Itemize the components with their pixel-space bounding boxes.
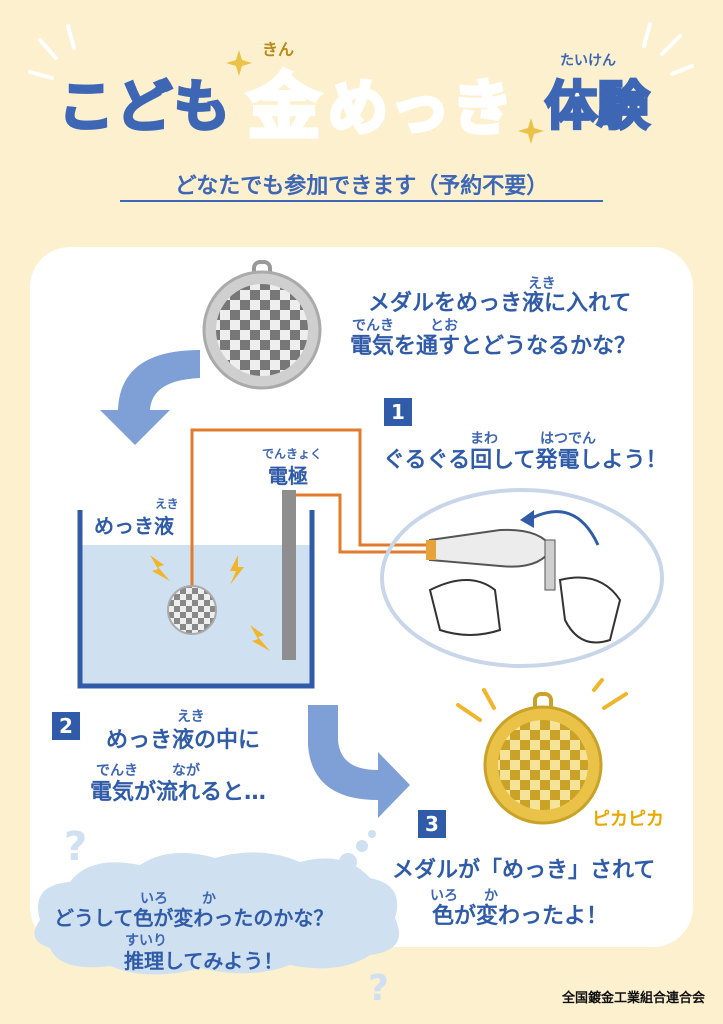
ruby-eki-step2: えき [177, 709, 205, 725]
flow-arrow-1-icon [100, 350, 200, 445]
ruby-eki-intro: えき [528, 276, 556, 292]
thought-cloud [34, 852, 400, 975]
step-2-number: 2 [52, 712, 80, 740]
ruby-iro-step3: いろ [430, 888, 458, 904]
title-kin: 金 [246, 63, 322, 151]
ruby-suiri: すいり [125, 933, 167, 949]
hand-generator-icon [426, 510, 622, 644]
title-decoration [28, 22, 694, 144]
ruby-taiken: たいけん [560, 53, 616, 69]
ruby-mawa: まわ [470, 431, 498, 447]
intro-line-2: 電気を通すとどうなるかな？ [350, 334, 637, 359]
ruby-hatsuden: はつでん [540, 431, 596, 447]
ruby-electrode: でんきょく [262, 447, 323, 461]
question-line-2: 推理してみよう！ [124, 949, 284, 973]
ruby-denki-intro: でんき [352, 318, 394, 334]
title-taiken: 体験 [543, 76, 650, 139]
subtitle-underline [120, 200, 603, 202]
gold-medal-icon [483, 692, 603, 825]
silver-medal-icon [202, 260, 322, 390]
step-3-line-2: 色が変わったよ！ [432, 904, 609, 929]
flow-arrow-2-icon [308, 705, 410, 818]
intro-line-1: メダルをめっき液に入れて [368, 291, 632, 316]
solution-label: めっき液 [94, 514, 174, 538]
step-3-line-1: メダルが「めっき」されて [392, 858, 656, 883]
pikapika-label: ピカピカ [592, 809, 664, 830]
question-line-1: どうして色が変わったのかな？ [54, 906, 334, 930]
step-3-number: 3 [418, 810, 446, 838]
step-2-line-2: 電気が流れると… [90, 780, 267, 805]
svg-text:?: ? [368, 968, 389, 1009]
ruby-too-intro: とお [430, 318, 458, 334]
title-mekki: めっき [326, 72, 514, 146]
step-1-text: ぐるぐる回して発電しよう！ [383, 448, 668, 473]
ruby-kin: きん [262, 40, 295, 59]
svg-text:?: ? [64, 824, 87, 870]
ruby-ka-question: か [202, 891, 216, 907]
step-2-line-1: めっき液の中に [106, 728, 261, 753]
ruby-solution: えき [155, 497, 179, 511]
ruby-naga: なが [172, 763, 200, 779]
ruby-denki-step2: でんき [96, 763, 138, 779]
subtitle: どなたでも参加できます（予約不要） [174, 174, 549, 199]
electrode-label: 電極 [268, 464, 308, 488]
ruby-ka-step3: か [484, 888, 498, 904]
organization-name: 全国鍍金工業組合連合会 [561, 991, 705, 1006]
ruby-iro-question: いろ [140, 891, 168, 907]
step-1-number: 1 [384, 398, 412, 426]
title-kodomo: こども [57, 74, 232, 142]
